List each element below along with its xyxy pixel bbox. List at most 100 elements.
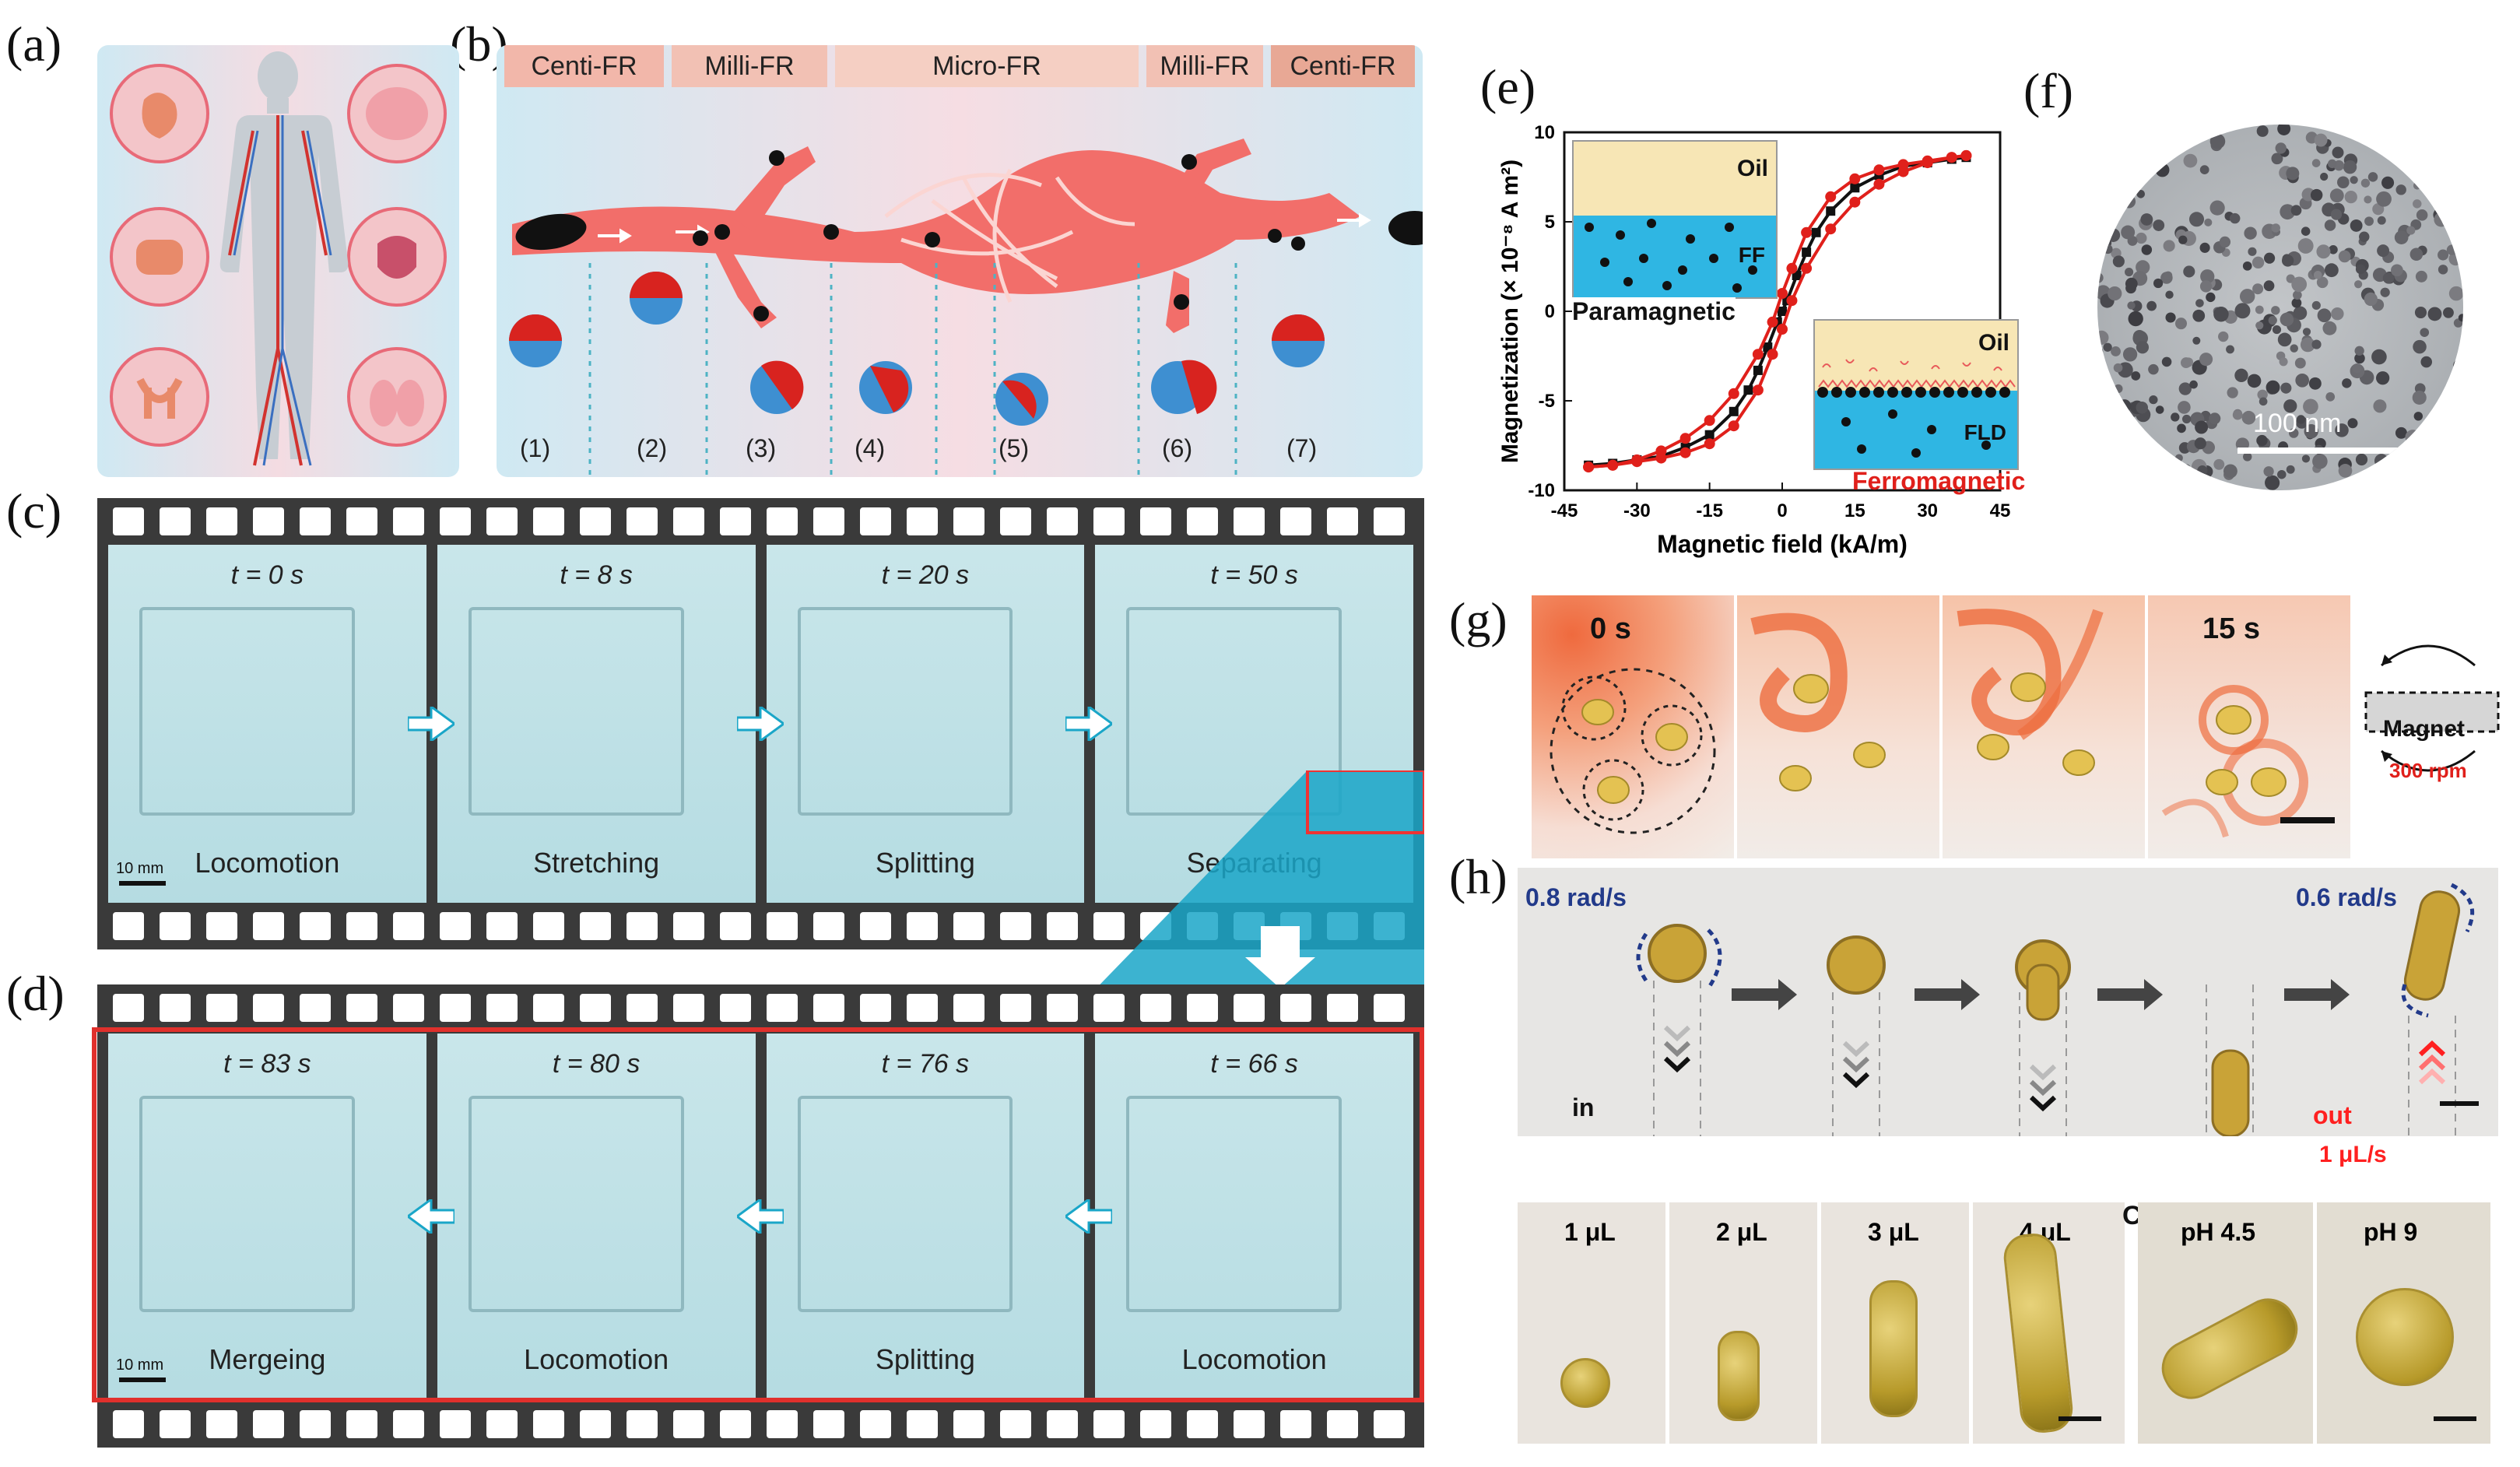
x-tick-label: 15: [1844, 500, 1865, 521]
nanoparticle: [2354, 346, 2364, 356]
x-tick-label: 0: [1777, 500, 1787, 521]
data-point: [1607, 459, 1619, 471]
data-point: [1922, 155, 1933, 167]
nanoparticle: [2112, 255, 2125, 268]
frame-time: t = 0 s: [230, 560, 304, 590]
nanoparticle: [2122, 171, 2133, 183]
nanoparticle: [2380, 287, 2390, 297]
nanoparticle: [2332, 146, 2344, 159]
nanoparticle: [2118, 420, 2132, 433]
out-label: out: [2313, 1101, 2352, 1129]
frame-label: Splitting: [875, 1343, 975, 1375]
data-point: [1849, 196, 1861, 208]
nanoparticle: [2136, 232, 2147, 244]
nanoparticle: [2229, 212, 2241, 224]
nanoparticle: [2177, 423, 2186, 433]
nanoparticle: [2097, 234, 2104, 245]
nanoparticle: [2395, 135, 2407, 146]
nanoparticle: [2413, 181, 2421, 190]
nanoparticle: [2412, 390, 2427, 405]
film-perforation: [253, 1410, 284, 1438]
data-point: [1655, 445, 1667, 457]
nanoparticle: [2257, 389, 2268, 400]
nanoparticle: [2118, 399, 2132, 412]
film-perforation: [953, 507, 984, 535]
nanoparticle: [2360, 178, 2371, 188]
film-perforation: [533, 912, 564, 940]
nanoparticle: [2424, 146, 2434, 156]
nanoparticle: [2137, 454, 2150, 466]
h-sequence: [1636, 883, 2479, 1138]
nanoparticle: [2097, 224, 2111, 240]
maze-channel: [468, 607, 684, 816]
nanoparticle: [2183, 153, 2198, 168]
film-perforation: [1187, 507, 1218, 535]
nanoparticle: [2194, 437, 2206, 450]
nanoparticle: [2149, 395, 2158, 405]
g-frame-4: 15 s: [2148, 595, 2350, 858]
film-perforation: [720, 507, 751, 535]
data-point: [1583, 462, 1595, 473]
film-perforation: [626, 1410, 658, 1438]
nanoparticle: [2320, 172, 2329, 181]
g-frame-2: [1737, 595, 1939, 858]
magnet-label: Magnet: [2383, 716, 2465, 742]
volume-cell-1: 1 μL: [1518, 1202, 1665, 1444]
panel-label-h: (h): [1449, 849, 1507, 904]
nanoparticle: [2097, 409, 2111, 423]
panel-h-volumes: 1 μL 2 μL 3 μL 4 μL: [1518, 1202, 2125, 1444]
nanoparticle: [2271, 153, 2283, 165]
nanoparticle: [2376, 191, 2392, 207]
panel-label-d: (d): [6, 966, 65, 1021]
nanoparticle: [2200, 269, 2215, 284]
nanoparticle: [2443, 307, 2454, 318]
film-perforation: [1093, 994, 1125, 1022]
data-point: [1728, 420, 1739, 432]
film-perforation: [953, 912, 984, 940]
film-perforation: [673, 994, 704, 1022]
nanoparticle: [2223, 464, 2237, 479]
nanoparticle: [2256, 434, 2268, 447]
nanoparticle: [2359, 231, 2370, 242]
nanoparticle: [2355, 264, 2366, 275]
nanoparticle: [2255, 321, 2264, 330]
nanoparticle: [2427, 468, 2441, 482]
x-tick-label: -45: [1551, 500, 1578, 521]
panel-h-ph: C pH 4.5 pH 9: [2122, 1201, 2490, 1444]
data-point: [1873, 164, 1885, 176]
nanoparticle: [2331, 307, 2344, 321]
film-perforation: [1140, 994, 1171, 1022]
frame-arrow: [406, 704, 457, 743]
data-point: [1704, 438, 1715, 450]
data-point: [1825, 191, 1837, 202]
film-perforation: [626, 994, 658, 1022]
film-perforation: [440, 1410, 471, 1438]
nanoparticle: [2209, 133, 2226, 149]
maze-channel: [139, 607, 355, 816]
panel-g: 0 s 15 s: [1532, 595, 2350, 858]
nanoparticle: [2124, 178, 2136, 191]
data-point: [1679, 447, 1691, 458]
nanoparticle: [2325, 391, 2336, 402]
nanoparticle: [2241, 410, 2256, 425]
film-perforation: [860, 994, 891, 1022]
frame-time: t = 8 s: [560, 560, 633, 590]
nanoparticle: [2409, 247, 2423, 261]
step-label-5: (5): [999, 434, 1030, 462]
film-perforation: [907, 507, 938, 535]
film-perforation: [813, 994, 844, 1022]
maze-channel: [1126, 1096, 1342, 1312]
nanoparticle: [2100, 484, 2109, 490]
film-perforation: [206, 912, 237, 940]
film-perforation: [1093, 1410, 1125, 1438]
zoom-connector: [1058, 770, 1424, 1027]
data-point: [1728, 388, 1739, 399]
film-perforation: [253, 507, 284, 535]
ph-label-2: pH 9: [2364, 1218, 2418, 1246]
nanoparticle: [2164, 271, 2173, 280]
nanoparticle: [2252, 256, 2265, 268]
data-point: [1801, 262, 1813, 274]
film-perforation: [300, 994, 331, 1022]
